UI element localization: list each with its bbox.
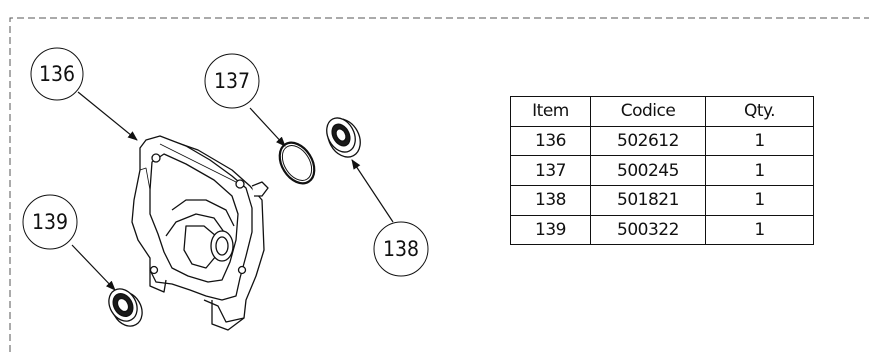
cell-item: 137 (510, 155, 591, 187)
table-row: 136 502612 1 (510, 125, 814, 157)
cell-qty: 1 (705, 214, 814, 246)
column-header-item: Item (510, 96, 591, 127)
cell-item: 139 (510, 214, 591, 246)
leader-136 (77, 91, 138, 141)
callout-137-circle (204, 53, 260, 109)
callout-137: 137 (204, 53, 260, 109)
dashed-frame (9, 17, 869, 352)
callout-138-circle (373, 221, 429, 277)
cell-item: 138 (510, 185, 591, 216)
table-row: 138 501821 1 (510, 185, 814, 216)
o-ring-part-137 (278, 141, 316, 185)
cell-item: 136 (510, 125, 591, 157)
callout-139-circle (22, 194, 78, 250)
cell-code: 502612 (590, 125, 706, 157)
cell-code: 501821 (590, 185, 706, 216)
leader-lines (71, 91, 394, 291)
bearing-part-139 (108, 288, 143, 327)
table-row: 137 500245 1 (510, 155, 814, 187)
column-header-qty: Qty. (705, 96, 814, 127)
cell-qty: 1 (705, 155, 814, 187)
callout-136-label: 136 (39, 62, 75, 86)
callout-138: 138 (373, 221, 429, 277)
cell-code: 500322 (590, 214, 706, 246)
callout-136: 136 (30, 47, 84, 101)
table-header-row: Item Codice Qty. (510, 96, 814, 127)
callout-139: 139 (22, 194, 78, 250)
cell-qty: 1 (705, 125, 814, 157)
cell-code: 500245 (590, 155, 706, 187)
callout-137-label: 137 (214, 69, 250, 93)
callout-136-circle (30, 47, 84, 101)
leader-137 (249, 107, 286, 147)
column-header-code: Codice (590, 96, 706, 127)
cell-qty: 1 (705, 185, 814, 216)
housing-part-136 (131, 135, 269, 331)
table-row: 139 500322 1 (510, 214, 814, 246)
leader-139 (71, 244, 116, 291)
parts-table: Item Codice Qty. 136 502612 1 137 500245… (510, 96, 814, 246)
leader-138 (351, 159, 394, 223)
callout-138-label: 138 (383, 237, 419, 261)
seal-part-138 (326, 117, 361, 158)
callout-139-label: 139 (32, 210, 68, 234)
